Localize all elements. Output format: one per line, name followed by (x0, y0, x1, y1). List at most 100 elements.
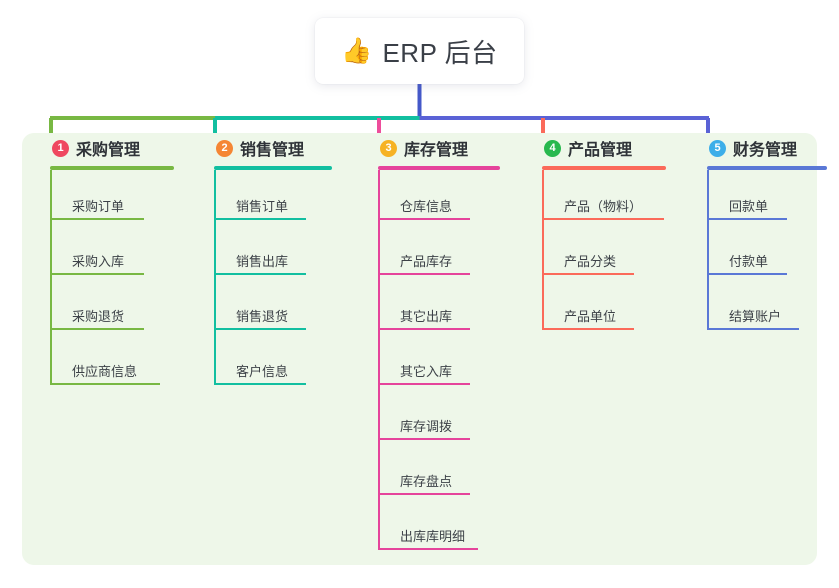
branch-item-rule (214, 273, 306, 275)
branch-item-label: 其它出库 (400, 309, 453, 324)
branch-column: 1 采购管理采购订单采购入库采购退货供应商信息 (36, 133, 196, 390)
branch-item[interactable]: 产品库存 (364, 225, 536, 280)
branch-item-rule (214, 383, 306, 385)
branch-item[interactable]: 出库库明细 (364, 500, 536, 555)
branch-item[interactable]: 产品单位 (528, 280, 694, 335)
branch-item-rule (378, 493, 470, 495)
branch-item[interactable]: 采购退货 (36, 280, 196, 335)
branch-item-rule (542, 328, 634, 330)
branch-item-label: 库存盘点 (400, 474, 453, 489)
branch-header-rule (707, 166, 827, 170)
branch-item-rule (378, 438, 470, 440)
branch-item[interactable]: 库存调拨 (364, 390, 536, 445)
branch-item-rule (378, 273, 470, 275)
branch-item[interactable]: 库存盘点 (364, 445, 536, 500)
branch-item-label: 客户信息 (236, 364, 289, 379)
branch-header-rule (214, 166, 332, 170)
branch-title: 库存管理 (404, 142, 469, 159)
branch-item-label: 仓库信息 (400, 199, 453, 214)
branch-item-label: 其它入库 (400, 364, 453, 379)
branch-item-rule (542, 273, 634, 275)
branch-items: 回款单付款单结算账户 (693, 170, 839, 335)
branch-spine (214, 170, 216, 385)
branch-item-rule (50, 273, 144, 275)
branch-number-badge: 5 (709, 139, 726, 157)
root-node-title: ERP 后台 (382, 37, 498, 68)
branch-number-badge: 3 (380, 139, 397, 157)
branch-item-rule (214, 328, 306, 330)
branch-item-label: 产品分类 (564, 254, 617, 269)
branch-items: 产品（物料） 产品分类产品单位 (528, 170, 694, 335)
branch-item-rule (50, 383, 160, 385)
branch-item[interactable]: 其它出库 (364, 280, 536, 335)
branch-item-label: 销售退货 (236, 309, 289, 324)
branch-items: 采购订单采购入库采购退货供应商信息 (36, 170, 196, 390)
branch-header[interactable]: 2 销售管理 (200, 133, 360, 163)
branch-item[interactable]: 销售订单 (200, 170, 360, 225)
branch-item-label: 结算账户 (729, 309, 782, 324)
branch-item-label: 采购退货 (72, 309, 125, 324)
branch-number-badge: 4 (544, 139, 561, 157)
branch-number-badge: 2 (216, 139, 233, 157)
branch-title: 销售管理 (240, 142, 305, 159)
branch-item[interactable]: 采购订单 (36, 170, 196, 225)
branch-header[interactable]: 3 库存管理 (364, 133, 536, 163)
branch-item-rule (378, 218, 470, 220)
branch-header[interactable]: 4 产品管理 (528, 133, 694, 163)
branch-item[interactable]: 销售退货 (200, 280, 360, 335)
branch-item[interactable]: 销售出库 (200, 225, 360, 280)
branch-header[interactable]: 5 财务管理 (693, 133, 839, 163)
branch-item[interactable]: 其它入库 (364, 335, 536, 390)
branch-column: 2 销售管理销售订单销售出库销售退货客户信息 (200, 133, 360, 390)
branch-spine (50, 170, 52, 385)
branch-item-label: 采购入库 (72, 254, 125, 269)
branch-item-rule (542, 218, 664, 220)
branch-column: 5 财务管理回款单付款单结算账户 (693, 133, 839, 335)
branch-item-rule (50, 218, 144, 220)
branch-title: 财务管理 (733, 142, 798, 159)
branch-title: 采购管理 (76, 142, 141, 159)
branch-item-label: 采购订单 (72, 199, 125, 214)
branch-item-rule (378, 548, 478, 550)
branch-item[interactable]: 客户信息 (200, 335, 360, 390)
branch-item-rule (378, 383, 470, 385)
branch-item-rule (50, 328, 144, 330)
branch-item[interactable]: 产品（物料） (528, 170, 694, 225)
branch-item-rule (707, 218, 787, 220)
branch-item[interactable]: 采购入库 (36, 225, 196, 280)
branch-item[interactable]: 回款单 (693, 170, 839, 225)
branch-item[interactable]: 产品分类 (528, 225, 694, 280)
branch-item-label: 产品（物料） (564, 199, 643, 214)
branch-spine (542, 170, 544, 330)
branch-header-rule (378, 166, 500, 170)
branch-column: 3 库存管理仓库信息产品库存其它出库其它入库库存调拨库存盘点出库库明细 (364, 133, 536, 555)
branch-header-rule (50, 166, 174, 170)
branch-item-rule (707, 328, 799, 330)
branch-item-rule (378, 328, 470, 330)
branch-item-label: 供应商信息 (72, 364, 138, 379)
branch-column: 4 产品管理产品（物料） 产品分类产品单位 (528, 133, 694, 335)
root-node-card[interactable]: 👍 ERP 后台 (315, 18, 524, 84)
branch-item-label: 库存调拨 (400, 419, 453, 434)
branch-item[interactable]: 仓库信息 (364, 170, 536, 225)
branch-columns: 1 采购管理采购订单采购入库采购退货供应商信息 2 销售管理销售订单销售出库销售退货客… (22, 133, 827, 565)
branch-item-label: 回款单 (729, 199, 769, 214)
branch-item[interactable]: 付款单 (693, 225, 839, 280)
branch-item-label: 销售订单 (236, 199, 289, 214)
branch-header[interactable]: 1 采购管理 (36, 133, 196, 163)
branch-item-rule (707, 273, 787, 275)
branch-items: 仓库信息产品库存其它出库其它入库库存调拨库存盘点出库库明细 (364, 170, 536, 555)
branch-item-label: 出库库明细 (400, 529, 466, 544)
branch-title: 产品管理 (568, 142, 633, 159)
thumbs-up-icon: 👍 (341, 36, 373, 65)
branch-item-label: 产品单位 (564, 309, 617, 324)
branch-item-label: 付款单 (729, 254, 769, 269)
branch-item[interactable]: 供应商信息 (36, 335, 196, 390)
branch-number-badge: 1 (52, 139, 69, 157)
branch-items: 销售订单销售出库销售退货客户信息 (200, 170, 360, 390)
branch-item[interactable]: 结算账户 (693, 280, 839, 335)
branch-item-rule (214, 218, 306, 220)
branch-item-label: 产品库存 (400, 254, 453, 269)
branch-spine (707, 170, 709, 330)
branch-header-rule (542, 166, 666, 170)
